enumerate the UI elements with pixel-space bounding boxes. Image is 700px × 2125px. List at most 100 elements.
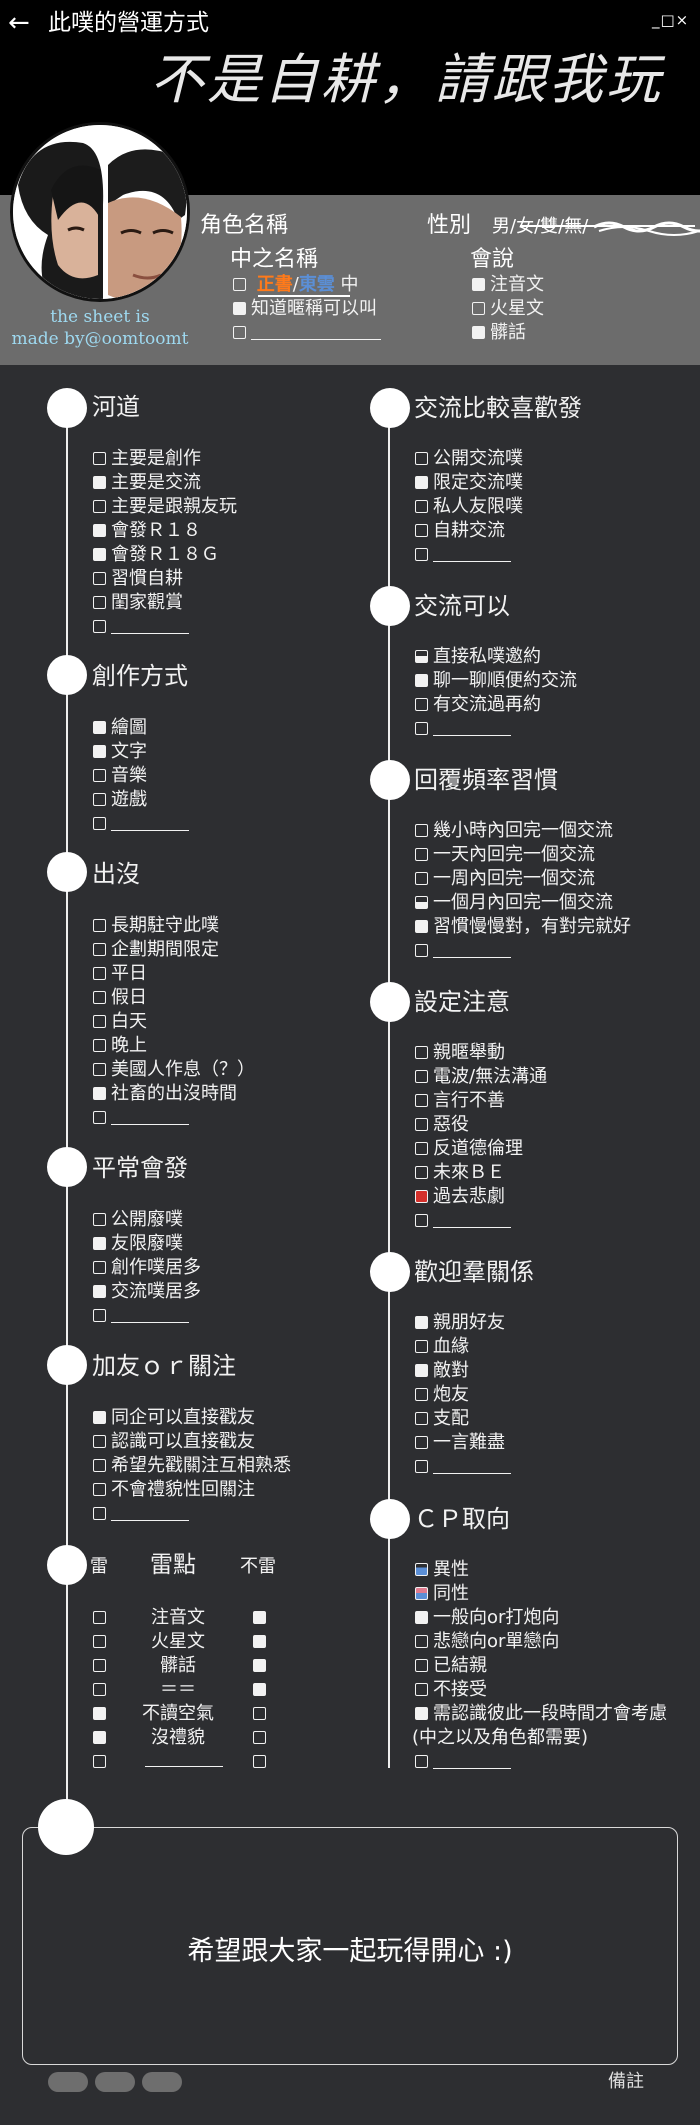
list-item[interactable]: 一周內回完一個交流 <box>415 867 631 891</box>
list-item[interactable]: 支配 <box>415 1407 511 1431</box>
checkbox[interactable] <box>93 500 106 513</box>
list-item[interactable]: 遊戲 <box>93 788 189 812</box>
checkbox[interactable] <box>93 1213 106 1226</box>
list-item[interactable]: 一個月內回完一個交流 <box>415 891 631 915</box>
list-item[interactable]: 主要是交流 <box>93 471 237 495</box>
checkbox[interactable] <box>415 1707 428 1720</box>
checkbox[interactable] <box>415 722 428 735</box>
list-item[interactable]: 已結親 <box>415 1654 667 1678</box>
checkbox[interactable] <box>93 1309 106 1322</box>
list-item[interactable]: 私人友限噗 <box>415 495 523 519</box>
list-item[interactable]: 希望先戳關注互相熟悉 <box>93 1454 291 1478</box>
list-item[interactable]: 不會禮貌性回關注 <box>93 1478 291 1502</box>
checkbox[interactable] <box>93 1411 106 1424</box>
list-item[interactable]: 美國人作息（？） <box>93 1058 255 1082</box>
pill-button-3[interactable] <box>142 2072 182 2092</box>
mine-checkbox[interactable] <box>93 1683 106 1696</box>
list-item[interactable]: 繪圖 <box>93 716 189 740</box>
list-item[interactable]: 社畜的出沒時間 <box>93 1082 255 1106</box>
list-item[interactable]: 異性 <box>415 1558 667 1582</box>
checkbox[interactable] <box>93 620 106 633</box>
list-item[interactable]: 一般向or打炮向 <box>415 1606 667 1630</box>
back-arrow-icon[interactable]: ← <box>8 8 30 38</box>
list-item-blank[interactable] <box>415 543 523 567</box>
checkbox[interactable] <box>93 1483 106 1496</box>
checkbox[interactable] <box>415 476 428 489</box>
checkbox[interactable] <box>415 500 428 513</box>
list-item[interactable]: 敵對 <box>415 1359 511 1383</box>
checkbox[interactable] <box>93 1087 106 1100</box>
list-item[interactable]: 假日 <box>93 986 255 1010</box>
list-item-blank[interactable] <box>415 717 577 741</box>
list-item-blank[interactable] <box>93 1502 291 1526</box>
list-item[interactable]: 幾小時內回完一個交流 <box>415 819 631 843</box>
not-mine-checkbox[interactable] <box>253 1659 266 1672</box>
not-mine-checkbox[interactable] <box>253 1707 266 1720</box>
checkbox[interactable] <box>415 1587 428 1600</box>
list-item[interactable]: 認識可以直接戳友 <box>93 1430 291 1454</box>
list-item[interactable]: 需認識彼此一段時間才會考慮 <box>415 1702 667 1726</box>
checkbox[interactable] <box>415 1046 428 1059</box>
not-mine-checkbox[interactable] <box>253 1755 266 1768</box>
list-item[interactable]: 企劃期間限定 <box>93 938 255 962</box>
list-item-blank[interactable] <box>93 615 237 639</box>
checkbox[interactable] <box>415 1683 428 1696</box>
list-item[interactable]: 同企可以直接戳友 <box>93 1406 291 1430</box>
list-item[interactable]: 會發Ｒ１８Ｇ <box>93 543 237 567</box>
checkbox[interactable] <box>472 278 485 291</box>
checkbox[interactable] <box>472 302 485 315</box>
list-item-blank[interactable] <box>415 1750 667 1774</box>
checkbox[interactable] <box>415 1094 428 1107</box>
list-item-blank[interactable] <box>415 1209 547 1233</box>
checkbox[interactable] <box>93 476 106 489</box>
list-item[interactable]: 同性 <box>415 1582 667 1606</box>
checkbox[interactable] <box>415 920 428 933</box>
checkbox[interactable] <box>93 1435 106 1448</box>
list-item[interactable]: 不接受 <box>415 1678 667 1702</box>
checkbox[interactable] <box>415 1190 428 1203</box>
checkbox[interactable] <box>415 1611 428 1624</box>
pill-button-1[interactable] <box>48 2072 88 2092</box>
checkbox[interactable] <box>93 1237 106 1250</box>
checkbox[interactable] <box>93 1063 106 1076</box>
speak-option-3[interactable]: 髒話 <box>472 321 526 345</box>
mine-checkbox[interactable] <box>93 1635 106 1648</box>
checkbox[interactable] <box>93 943 106 956</box>
checkbox[interactable] <box>93 1111 106 1124</box>
list-item-blank[interactable] <box>415 939 631 963</box>
list-item[interactable]: 直接私噗邀約 <box>415 645 577 669</box>
checkbox[interactable] <box>93 745 106 758</box>
list-item[interactable]: 白天 <box>93 1010 255 1034</box>
list-item-blank[interactable] <box>93 1106 255 1130</box>
checkbox[interactable] <box>93 1015 106 1028</box>
notes-box[interactable] <box>22 1827 678 2065</box>
checkbox[interactable] <box>415 674 428 687</box>
checkbox[interactable] <box>93 1459 106 1472</box>
checkbox[interactable] <box>415 452 428 465</box>
checkbox[interactable] <box>415 848 428 861</box>
list-item[interactable]: 習慣自耕 <box>93 567 237 591</box>
list-item[interactable]: 言行不善 <box>415 1089 547 1113</box>
checkbox[interactable] <box>233 302 246 315</box>
list-item[interactable]: 惡役 <box>415 1113 547 1137</box>
list-item[interactable]: 公開廢噗 <box>93 1208 201 1232</box>
list-item[interactable]: 一天內回完一個交流 <box>415 843 631 867</box>
checkbox[interactable] <box>415 548 428 561</box>
list-item[interactable]: 閨家觀賞 <box>93 591 237 615</box>
list-item[interactable]: 長期駐守此噗 <box>93 914 255 938</box>
checkbox[interactable] <box>93 452 106 465</box>
cn-option-1[interactable]: 正書/東雲 中 <box>233 273 359 297</box>
speak-option-1[interactable]: 注音文 <box>472 273 544 297</box>
checkbox[interactable] <box>415 944 428 957</box>
checkbox[interactable] <box>93 1285 106 1298</box>
checkbox[interactable] <box>415 1412 428 1425</box>
checkbox[interactable] <box>93 721 106 734</box>
list-item[interactable]: 有交流過再約 <box>415 693 577 717</box>
cn-option-2[interactable]: 知道暱稱可以叫 <box>233 297 377 321</box>
checkbox[interactable] <box>93 1507 106 1520</box>
list-item[interactable]: 親朋好友 <box>415 1311 511 1335</box>
checkbox[interactable] <box>415 1364 428 1377</box>
checkbox[interactable] <box>415 1118 428 1131</box>
mine-checkbox[interactable] <box>93 1611 106 1624</box>
list-item-blank[interactable] <box>93 812 189 836</box>
